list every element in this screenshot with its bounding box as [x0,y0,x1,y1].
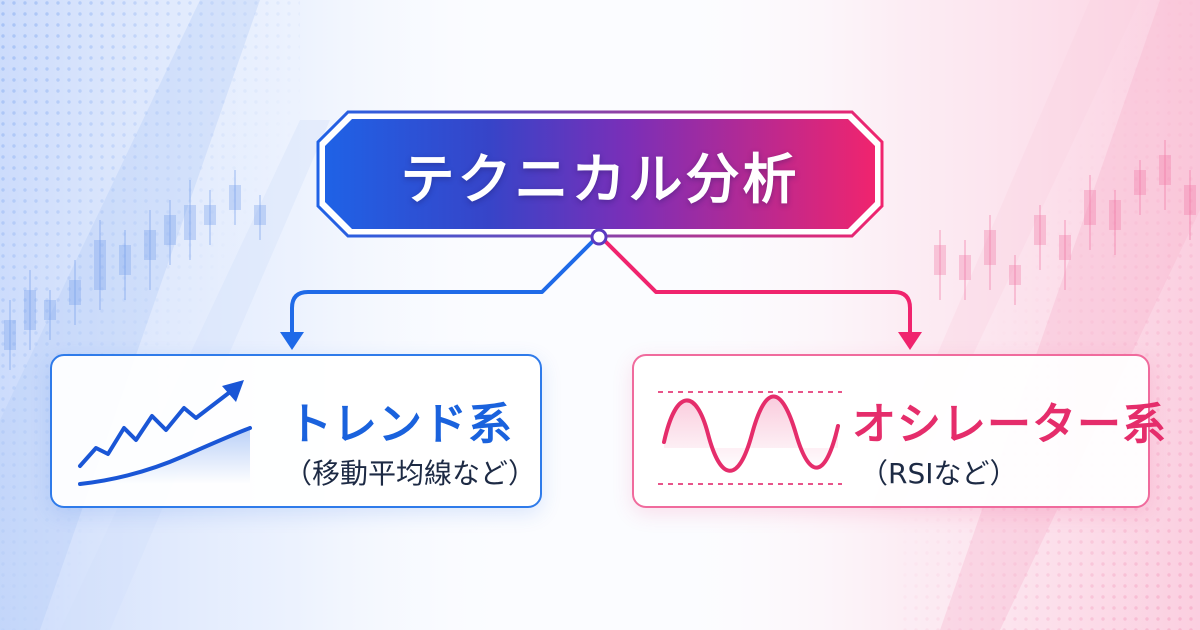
candle-body [1134,170,1146,195]
page-title: テクニカル分析 [400,147,800,211]
candle-body [1084,190,1096,225]
right-candlestick-decoration [934,140,1196,305]
candle-body [4,320,16,350]
left-candlestick-decoration [4,170,266,370]
candle-body [229,185,241,210]
candle-body [144,230,156,260]
candle-body [184,205,196,240]
category-subtitle-oscillator: （RSIなど） [860,457,1018,490]
candle-body [959,255,971,280]
candle-body [1184,185,1196,215]
candle-body [1009,265,1021,285]
candle-body [1159,155,1171,185]
title-banner: テクニカル分析 [316,110,884,238]
candle-body [984,230,996,265]
candle-body [1109,200,1121,230]
candle-body [119,245,131,275]
candle-body [934,245,946,275]
oscillator-wave-icon [658,391,842,485]
candle-body [254,205,266,225]
category-title-oscillator: オシレーター系 [852,399,1167,450]
candle-body [1034,215,1046,245]
candle-body [44,300,56,320]
category-title-trend: トレンド系 [288,399,513,450]
category-box-trend: トレンド系 （移動平均線など） [50,354,542,508]
candle-body [69,280,81,305]
trend-chart-icon [78,380,252,486]
category-box-oscillator: オシレーター系 （RSIなど） [632,354,1166,508]
candle-body [94,240,106,290]
title-banner-shape [316,110,884,238]
candle-body [164,215,176,245]
candle-body [1059,235,1071,260]
candle-body [24,290,36,330]
category-subtitle-trend: （移動平均線など） [284,457,537,490]
candle-body [204,205,216,225]
